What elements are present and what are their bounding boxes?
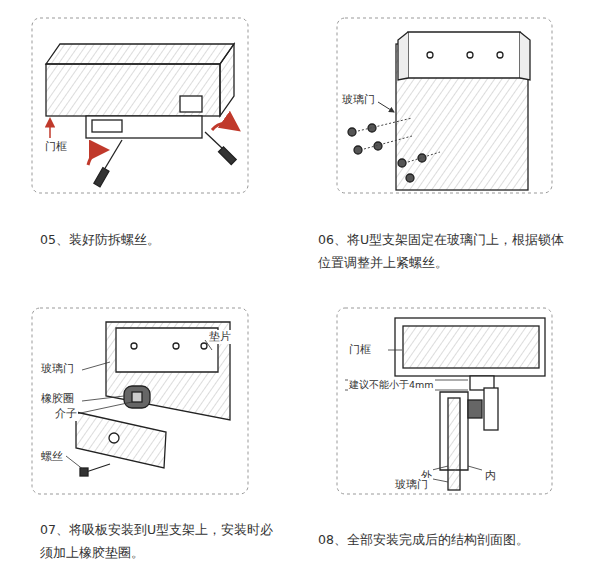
- dimension-note: 建议不能小于4mm: [348, 379, 435, 391]
- step-caption: 05、装好防拆螺丝。: [40, 228, 280, 251]
- part-label: 螺丝: [40, 450, 64, 464]
- part-label: 玻璃门: [394, 478, 429, 492]
- part-label: 门框: [44, 140, 68, 154]
- step-caption: 08、全部安装完成后的结构剖面图。: [318, 528, 578, 551]
- step-caption: 06、将U型支架固定在玻璃门上，根据锁体位置调整并上紧螺丝。: [318, 228, 566, 274]
- part-label: 垫片: [208, 330, 232, 344]
- step-caption: 07、将吸板安装到U型支架上，安装时必须加上橡胶垫圈。: [40, 518, 276, 564]
- part-label: 门框: [348, 343, 372, 357]
- part-label: 介子: [54, 407, 78, 421]
- part-label: 玻璃门: [341, 93, 376, 107]
- part-label: 玻璃门: [40, 362, 75, 376]
- part-label: 内: [484, 469, 497, 483]
- part-label: 橡胶圈: [40, 392, 75, 406]
